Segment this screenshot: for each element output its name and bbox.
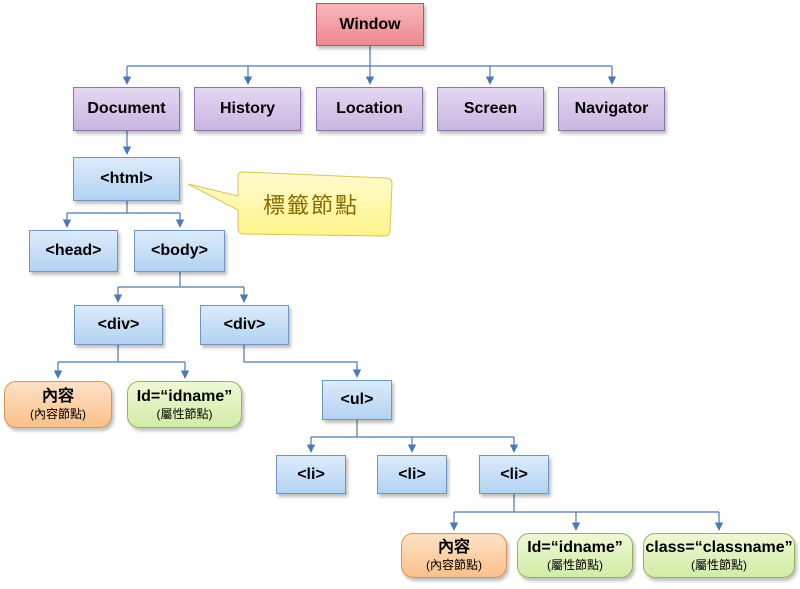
connector-li3	[454, 494, 719, 513]
callout-bubble	[187, 171, 393, 237]
class-attribute-node: class=“classname” (屬性節點)	[643, 533, 795, 578]
content-node-2: 內容 (內容節點)	[401, 533, 507, 578]
head-label: <head>	[45, 242, 102, 260]
window-node: Window	[316, 3, 424, 46]
div-label-2: <div>	[223, 316, 266, 334]
body-label: <body>	[151, 242, 208, 260]
window-label: Window	[339, 15, 401, 33]
li-node-3: <li>	[479, 455, 549, 494]
attribute-sub-2: (屬性節點)	[547, 557, 603, 572]
attribute-main-1: Id=“idname”	[136, 388, 233, 406]
li-node-2: <li>	[377, 455, 447, 494]
tag-node-callout: 標籤節點	[186, 170, 396, 242]
div-label-1: <div>	[97, 316, 140, 334]
navigator-label: Navigator	[574, 100, 649, 118]
content-sub-1: (內容節點)	[30, 406, 86, 421]
content-main-2: 內容	[437, 539, 470, 557]
div-node-1: <div>	[74, 305, 163, 345]
class-attribute-main: class=“classname”	[645, 539, 793, 557]
connector-ul	[311, 420, 514, 438]
html-node: <html>	[73, 157, 180, 201]
li-label-3: <li>	[500, 465, 528, 483]
location-label: Location	[336, 100, 403, 118]
attribute-node-1: Id=“idname” (屬性節點)	[127, 381, 242, 428]
connector-body	[118, 272, 244, 288]
li-label-1: <li>	[297, 465, 325, 483]
history-label: History	[219, 100, 276, 118]
screen-node: Screen	[437, 87, 544, 131]
li-label-2: <li>	[398, 465, 426, 483]
content-sub-2: (內容節點)	[426, 557, 482, 572]
location-node: Location	[316, 87, 423, 131]
li-node-1: <li>	[276, 455, 346, 494]
attribute-node-2: Id=“idname” (屬性節點)	[517, 533, 633, 578]
history-node: History	[194, 87, 301, 131]
document-node: Document	[73, 87, 180, 131]
connector-div1	[58, 345, 185, 363]
ul-node: <ul>	[322, 380, 392, 420]
document-label: Document	[87, 100, 166, 118]
body-node: <body>	[134, 230, 225, 272]
content-main-1: 內容	[41, 388, 74, 406]
screen-label: Screen	[463, 100, 518, 118]
navigator-node: Navigator	[558, 87, 665, 131]
connector-window	[127, 46, 612, 67]
div-node-2: <div>	[200, 305, 289, 345]
attribute-main-2: Id=“idname”	[527, 539, 623, 557]
class-attribute-sub: (屬性節點)	[691, 557, 747, 572]
ul-label: <ul>	[340, 391, 374, 409]
content-node-1: 內容 (內容節點)	[4, 381, 112, 428]
html-label: <html>	[100, 170, 153, 188]
connector-div2-ul	[243, 345, 362, 378]
callout-text: 標籤節點	[262, 194, 359, 219]
head-node: <head>	[29, 230, 118, 272]
connector-html	[67, 201, 180, 214]
attribute-sub-1: (屬性節點)	[156, 406, 213, 421]
